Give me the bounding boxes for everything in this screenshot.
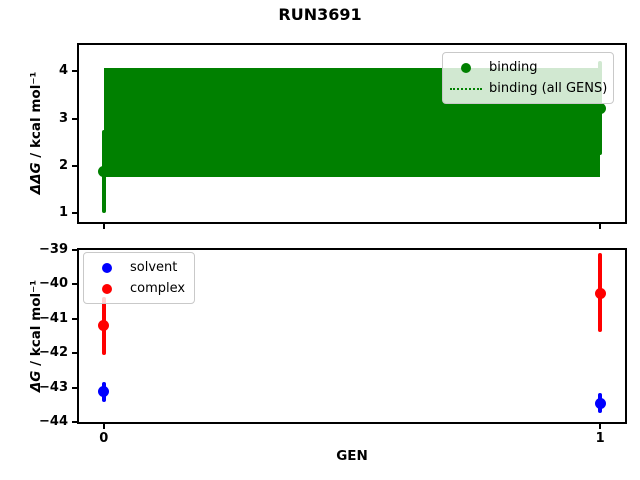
legend-entry: binding (all GENS): [443, 78, 607, 99]
y-tick-label: 4: [58, 63, 68, 79]
legend-label: binding: [489, 60, 538, 75]
y-tick-label: 3: [58, 110, 68, 126]
data-point-marker: [594, 287, 606, 299]
data-point-marker: [594, 102, 606, 114]
delta-delta-g-symbol: ΔΔG: [28, 162, 44, 195]
y-tick-mark: [72, 212, 79, 215]
y-tick-mark: [72, 249, 79, 251]
y-tick-mark: [72, 421, 79, 423]
y-tick-label: −40: [39, 276, 68, 292]
dotted-line-icon: [450, 87, 482, 90]
x-axis-label: GEN: [336, 448, 368, 464]
y-axis-label-bottom-text: ΔG / kcal mol⁻¹: [28, 280, 44, 392]
x-tick-mark: [599, 222, 602, 229]
y-tick-mark: [72, 283, 79, 286]
x-tick-mark: [599, 422, 602, 429]
y-axis-label-top-text: ΔΔG / kcal mol⁻¹: [28, 72, 44, 195]
y-tick-label: −41: [39, 310, 68, 326]
legend-entry: binding: [443, 57, 607, 78]
y-tick-label: −39: [39, 242, 68, 257]
legend-dot-icon: [84, 283, 130, 294]
y-tick-mark: [72, 317, 79, 320]
legend: solvent complex: [83, 252, 195, 304]
legend-dot-icon: [84, 262, 130, 273]
bottom-subplot: −39 −40 −41 −42 −43 −44 0 1 solvent complex: [39, 242, 627, 446]
x-tick-mark: [102, 422, 105, 429]
data-point-marker: [594, 397, 606, 409]
y-tick-mark: [72, 386, 79, 389]
legend-label: solvent: [130, 260, 178, 275]
y-tick-label: −44: [39, 414, 68, 429]
data-point-marker: [98, 385, 110, 397]
legend-label: binding (all GENS): [489, 81, 608, 96]
x-tick-mark: [102, 222, 105, 229]
y-tick-label: −43: [39, 379, 68, 395]
data-point-marker: [98, 166, 110, 178]
legend: binding binding (all GENS): [442, 52, 615, 104]
x-tick-label: 0: [99, 431, 109, 446]
y-tick-mark: [72, 164, 79, 167]
dot-icon: [102, 283, 112, 294]
y-tick-mark: [72, 352, 79, 355]
figure-title: RUN3691: [278, 5, 362, 24]
legend-dotted-line-icon: [443, 87, 489, 90]
y-tick-mark: [72, 117, 79, 120]
legend-entry: complex: [84, 278, 188, 299]
legend-entry: solvent: [84, 257, 188, 278]
legend-label: complex: [130, 281, 186, 296]
legend-dot-icon: [443, 62, 489, 73]
data-point-marker: [98, 320, 110, 332]
x-tick-label: 1: [595, 431, 605, 446]
y-tick-label: 1: [58, 205, 68, 221]
y-axis-label-top-units: / kcal mol⁻¹: [28, 71, 44, 163]
y-tick-mark: [72, 70, 79, 73]
y-tick-label: −42: [39, 345, 68, 361]
top-subplot: 1 2 3 4 binding binding (all GENS): [59, 43, 627, 229]
y-tick-label: 2: [58, 157, 68, 173]
dot-icon: [102, 262, 112, 273]
dot-icon: [461, 62, 471, 73]
